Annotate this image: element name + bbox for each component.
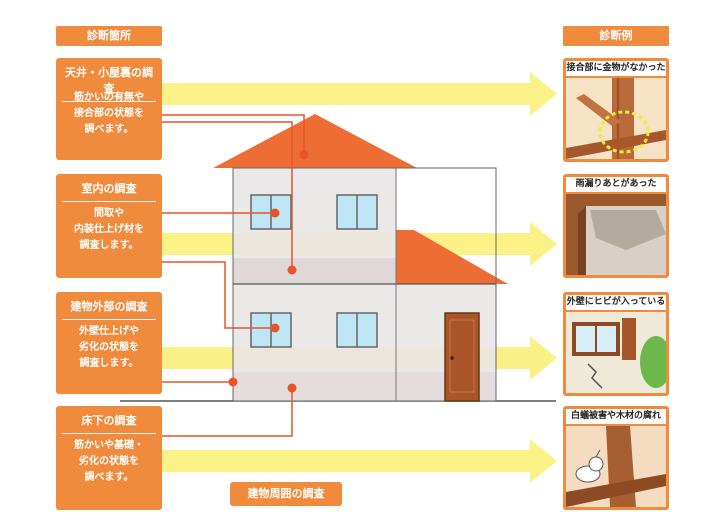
section-desc-line: 筋かいの有無や: [74, 92, 144, 103]
example-caption: 外壁にヒビが入っている: [566, 295, 666, 310]
section-desc-line: 内装仕上げ材を: [74, 224, 144, 235]
example-caption: 雨漏りあとがあった: [566, 177, 666, 192]
arrow-4: [162, 439, 557, 483]
house: [120, 114, 556, 402]
annex-roof: [396, 230, 508, 284]
connector-lines: [162, 114, 305, 437]
section-desc-line: 間取や: [94, 208, 124, 219]
section-desc-line: 調べます。: [84, 472, 134, 483]
termite-photo: [566, 426, 666, 507]
section-attic: 天井・小屋裏の調査 筋かいの有無や 接合部の状態を 調べます。: [56, 58, 162, 160]
main-roof: [213, 114, 417, 168]
example-caption: 白蟻被害や木材の腐れ: [566, 409, 666, 424]
section-interior: 室内の調査 間取や 内装仕上げ材を 調査します。: [56, 174, 162, 278]
section-desc-line: 調べます。: [84, 124, 134, 135]
example-joint: 接合部に金物がなかった: [563, 58, 669, 162]
section-underfloor: 床下の調査 筋かいや基礎・ 劣化の状態を 調べます。: [56, 406, 162, 510]
example-leak: 雨漏りあとがあった: [563, 174, 669, 278]
section-desc-line: 筋かいや基礎・: [74, 440, 144, 451]
section-desc-line: 劣化の状態を: [79, 456, 139, 467]
crack-photo: [566, 312, 666, 393]
section-title: 建物外部の調査: [62, 298, 156, 320]
section-desc-line: 外壁仕上げや: [79, 326, 139, 337]
outer-survey-label: 建物周囲の調査: [230, 482, 342, 506]
section-title: 床下の調査: [62, 412, 156, 434]
joint-photo: [566, 78, 666, 159]
header-diagnosis-examples: 診断例: [563, 26, 669, 46]
example-crack: 外壁にヒビが入っている: [563, 292, 669, 396]
section-desc-line: 調査します。: [79, 240, 139, 251]
section-desc-line: 接合部の状態を: [74, 108, 144, 119]
section-title: 天井・小屋裏の調査: [62, 64, 156, 102]
connector-dots: [228, 150, 309, 393]
header-diagnosis-locations: 診断箇所: [56, 26, 162, 46]
example-termite: 白蟻被害や木材の腐れ: [563, 406, 669, 510]
arrow-1: [162, 72, 557, 116]
section-desc-line: 調査します。: [79, 358, 139, 369]
section-title: 室内の調査: [62, 180, 156, 202]
section-exterior: 建物外部の調査 外壁仕上げや 劣化の状態を 調査します。: [56, 292, 162, 394]
leak-photo: [566, 194, 666, 275]
section-desc-line: 劣化の状態を: [79, 342, 139, 353]
windows: [250, 194, 378, 348]
example-caption: 接合部に金物がなかった: [566, 61, 666, 76]
